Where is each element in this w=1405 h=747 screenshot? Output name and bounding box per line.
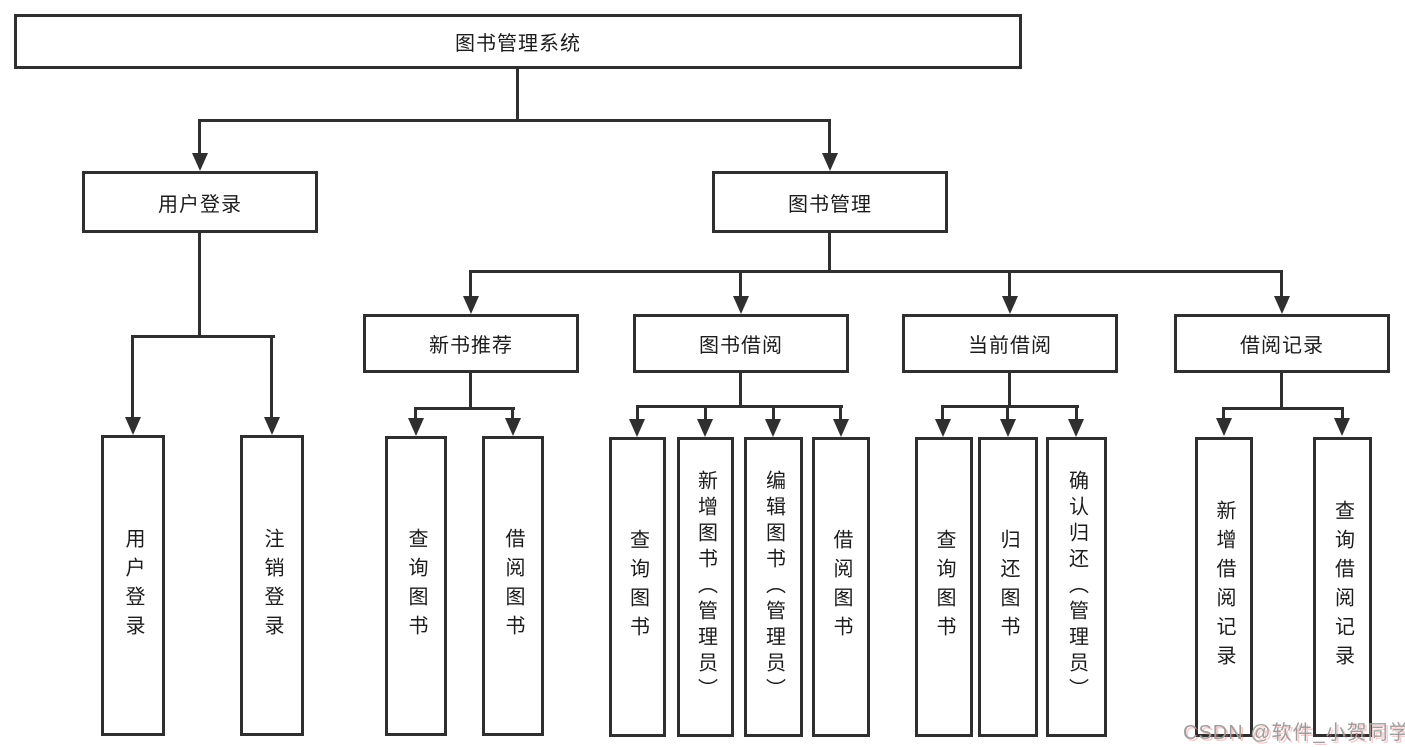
connector-to-cb-query bbox=[941, 405, 944, 419]
arrowhead-current-borrow bbox=[1002, 296, 1018, 314]
connector-borrow-record-stem bbox=[1280, 373, 1283, 409]
node-label: 图书管理 bbox=[788, 193, 872, 216]
arrowhead-cb-return bbox=[1000, 419, 1016, 437]
connector-new-book-stem bbox=[469, 373, 472, 409]
arrowhead-bb-query bbox=[629, 419, 645, 437]
leaf-label: 借阅图书 bbox=[502, 528, 524, 644]
arrowhead-br-query bbox=[1334, 418, 1350, 436]
arrowhead-book-mgmt bbox=[822, 153, 838, 171]
arrowhead-book-borrow bbox=[733, 296, 749, 314]
node-label: 图书管理系统 bbox=[455, 33, 581, 55]
connector-user-login-branch bbox=[132, 335, 275, 338]
node-label: 图书借阅 bbox=[699, 335, 783, 357]
leaf-label: 查询图书 bbox=[626, 529, 649, 645]
leaf-bookborrow-query: 查询图书 bbox=[609, 437, 666, 737]
node-label: 用户登录 bbox=[158, 193, 242, 216]
leaf-label: 查询图书 bbox=[933, 529, 955, 645]
leaf-label: 查询借阅记录 bbox=[1331, 500, 1354, 674]
connector-to-current-borrow bbox=[1008, 270, 1011, 297]
leaf-label: 新增图书（管理员） bbox=[694, 470, 717, 704]
node-library-management-system: 图书管理系统 bbox=[14, 14, 1022, 69]
leaf-label: 新增借阅记录 bbox=[1213, 500, 1235, 674]
connector-user-login-stem bbox=[198, 233, 201, 337]
leaf-label: 归还图书 bbox=[997, 529, 1019, 645]
leaf-newbook-borrow: 借阅图书 bbox=[482, 436, 544, 736]
connector-current-borrow-stem bbox=[1008, 373, 1011, 407]
connector-to-cb-return bbox=[1006, 405, 1009, 419]
leaf-label: 查询图书 bbox=[405, 528, 427, 644]
node-label: 借阅记录 bbox=[1240, 335, 1324, 357]
arrowhead-bb-add bbox=[697, 419, 713, 437]
node-current-borrow: 当前借阅 bbox=[902, 314, 1118, 373]
leaf-user-login: 用户登录 bbox=[101, 435, 165, 736]
leaf-label: 编辑图书（管理员） bbox=[762, 470, 785, 704]
arrowhead-bb-edit bbox=[765, 419, 781, 437]
connector-to-leaf-logout bbox=[270, 335, 273, 417]
connector-to-book-mgmt bbox=[828, 119, 831, 155]
connector-to-cb-confirm bbox=[1075, 405, 1078, 419]
leaf-logout: 注销登录 bbox=[240, 435, 304, 736]
connector-borrow-record-branch bbox=[1222, 407, 1344, 410]
connector-to-nb-query bbox=[414, 407, 417, 419]
arrowhead-leaf-login bbox=[125, 417, 141, 435]
connector-to-new-book bbox=[469, 270, 472, 297]
connector-to-leaf-login bbox=[131, 335, 134, 417]
node-user-login: 用户登录 bbox=[82, 171, 318, 233]
arrowhead-user-login bbox=[192, 153, 208, 171]
connector-to-nb-borrow bbox=[511, 407, 514, 419]
arrowhead-cb-confirm bbox=[1068, 419, 1084, 437]
node-book-borrow: 图书借阅 bbox=[633, 314, 849, 373]
leaf-borrowrecord-add: 新增借阅记录 bbox=[1195, 437, 1253, 737]
node-new-book-rec: 新书推荐 bbox=[363, 314, 579, 373]
connector-root-branch bbox=[198, 119, 831, 122]
connector-to-user-login bbox=[198, 119, 201, 155]
connector-current-borrow-branch bbox=[941, 405, 1079, 408]
node-book-mgmt: 图书管理 bbox=[712, 171, 948, 233]
leaf-currentborrow-return: 归还图书 bbox=[978, 437, 1038, 737]
arrowhead-br-add bbox=[1216, 418, 1232, 436]
connector-to-br-add bbox=[1222, 407, 1225, 419]
connector-to-bb-edit bbox=[772, 405, 775, 419]
leaf-label: 注销登录 bbox=[261, 527, 283, 644]
connector-book-borrow-stem bbox=[739, 373, 742, 407]
leaf-newbook-query: 查询图书 bbox=[385, 436, 447, 736]
leaf-label: 用户登录 bbox=[122, 527, 144, 644]
leaf-borrowrecord-query: 查询借阅记录 bbox=[1313, 437, 1372, 737]
arrowhead-new-book bbox=[463, 296, 479, 314]
connector-to-bb-query bbox=[636, 405, 639, 419]
connector-new-book-branch bbox=[414, 407, 515, 410]
connector-book-mgmt-branch bbox=[469, 270, 1283, 273]
leaf-currentborrow-query: 查询图书 bbox=[915, 437, 973, 737]
connector-to-borrow-record bbox=[1280, 270, 1283, 297]
leaf-label: 借阅图书 bbox=[830, 529, 852, 645]
arrowhead-nb-query bbox=[408, 418, 424, 436]
connector-to-book-borrow bbox=[739, 270, 742, 297]
arrowhead-leaf-logout bbox=[264, 417, 280, 435]
connector-root-stem bbox=[516, 69, 519, 121]
csdn-watermark: CSDN @软件_小贺同学 bbox=[1183, 722, 1405, 744]
arrowhead-cb-query bbox=[935, 419, 951, 437]
leaf-label: 确认归还（管理员） bbox=[1065, 470, 1088, 704]
arrowhead-bb-borrow bbox=[833, 419, 849, 437]
connector-book-borrow-branch bbox=[636, 405, 843, 408]
node-label: 新书推荐 bbox=[429, 335, 513, 357]
leaf-bookborrow-add: 新增图书（管理员） bbox=[677, 437, 734, 737]
arrowhead-borrow-record bbox=[1274, 296, 1290, 314]
connector-book-mgmt-stem bbox=[828, 233, 831, 272]
connector-to-bb-borrow bbox=[839, 405, 842, 419]
leaf-bookborrow-edit: 编辑图书（管理员） bbox=[744, 437, 803, 737]
node-borrow-record: 借阅记录 bbox=[1174, 314, 1390, 373]
node-label: 当前借阅 bbox=[968, 335, 1052, 357]
leaf-bookborrow-borrow: 借阅图书 bbox=[812, 437, 870, 737]
arrowhead-nb-borrow bbox=[505, 418, 521, 436]
connector-to-br-query bbox=[1341, 407, 1344, 419]
connector-to-bb-add bbox=[704, 405, 707, 419]
leaf-currentborrow-confirm: 确认归还（管理员） bbox=[1046, 437, 1107, 737]
